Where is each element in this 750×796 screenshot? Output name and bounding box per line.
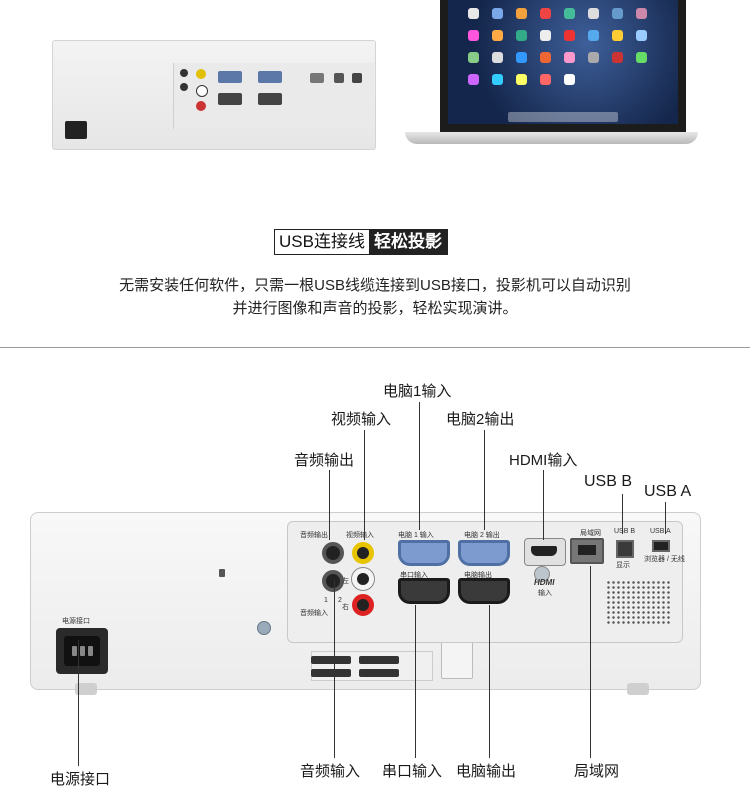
usb-b-display-label: 显示 [616, 562, 630, 569]
usb-b-line [622, 494, 623, 534]
lan-port [570, 538, 604, 564]
section-divider [0, 347, 750, 348]
pc2-out-vga-port [458, 540, 510, 566]
audio-left-rca-jack [351, 567, 375, 591]
pc1-panel-label: 电脑 1 输入 [398, 532, 434, 539]
serial-panel-label: 串口输入 [400, 572, 428, 579]
monitor-panel-label: 电脑输出 [464, 572, 492, 579]
audio-out-label: 音频输出 [294, 452, 355, 469]
audio-out-line [329, 470, 330, 540]
video-in-panel-label: 视频输入 [346, 532, 374, 539]
pc2-panel-label: 电脑 2 输出 [464, 532, 500, 539]
audio-in-line [334, 580, 335, 758]
feature-tag: USB连接线 轻松投影 [274, 229, 448, 255]
pc2-out-line [484, 430, 485, 530]
audio-in-label: 音频输入 [300, 763, 361, 780]
video-in-line [364, 430, 365, 540]
pc2-out-label: 电脑2输出 [446, 411, 515, 428]
power-label: 电源接口 [50, 771, 111, 788]
serial-in-line [415, 605, 416, 758]
usb-a-port [652, 540, 670, 552]
description-line-2: 并进行图像和声音的投影，轻松实现演讲。 [232, 300, 518, 317]
lan-label: 局域网 [574, 763, 620, 780]
video-in-label: 视频输入 [331, 411, 392, 428]
audio-jack-number-2: 2 [338, 597, 342, 604]
audio-out-jack-1 [322, 542, 344, 564]
io-panel: 音频输出 1 2 音频输入 视频输入 左 右 电脑 1 输入 电脑 2 输出 串… [287, 521, 685, 643]
lan-line [590, 566, 591, 758]
audio-out-jack-2 [322, 570, 344, 592]
right-channel-label: 右 [342, 604, 349, 611]
power-socket [56, 628, 108, 674]
pc1-in-vga-port [398, 540, 450, 566]
power-socket-thumb [65, 121, 87, 139]
usb-a-panel-label: USB A [650, 528, 671, 535]
speaker-grille [606, 580, 672, 626]
laptop-base [405, 132, 698, 144]
pc-out-vga-port [458, 578, 510, 604]
serial-in-port [398, 578, 450, 604]
pc-out-label: 电脑输出 [456, 763, 517, 780]
usb-a-browser-label: 浏览器 / 无线 [644, 556, 685, 563]
lan-panel-label: 局域网 [580, 530, 601, 537]
usb-b-panel-label: USB B [614, 528, 636, 535]
feature-tag-right: 轻松投影 [368, 230, 447, 254]
power-panel-label: 电源接口 [62, 618, 90, 625]
serial-in-label: 串口输入 [382, 763, 443, 780]
audio-in-panel-label: 音频输入 [300, 610, 328, 617]
laptop-screen-image [440, 0, 686, 132]
hdmi-in-label: HDMI输入 [509, 452, 578, 469]
video-rca-jack [352, 542, 374, 564]
usb-b-label: USB B [584, 473, 633, 490]
audio-jack-number-1: 1 [324, 597, 328, 604]
hdmi-in-line [543, 470, 544, 540]
left-channel-label: 左 [342, 578, 349, 585]
audio-out-panel-label: 音频输出 [300, 532, 328, 539]
usb-a-label: USB A [644, 483, 692, 500]
description-line-1: 无需安装任何软件，只需一根USB线缆连接到USB接口，投影机可以自动识别 [119, 277, 631, 294]
hdmi-port-frame [524, 538, 566, 566]
pc-out-line [489, 605, 490, 758]
projector-top-image [52, 40, 376, 150]
hdmi-lock-screw [534, 566, 550, 582]
usb-a-line [665, 502, 666, 534]
pc1-in-line [419, 402, 420, 530]
power-line [78, 640, 79, 766]
audio-right-rca-jack [352, 594, 374, 616]
usb-b-port [616, 540, 634, 558]
hdmi-logo: HDMI [534, 578, 555, 587]
projector-top-io-panel [173, 63, 374, 129]
pc1-in-label: 电脑1输入 [383, 383, 452, 400]
feature-tag-left: USB连接线 [275, 230, 369, 254]
hdmi-sub-label: 输入 [538, 590, 552, 597]
